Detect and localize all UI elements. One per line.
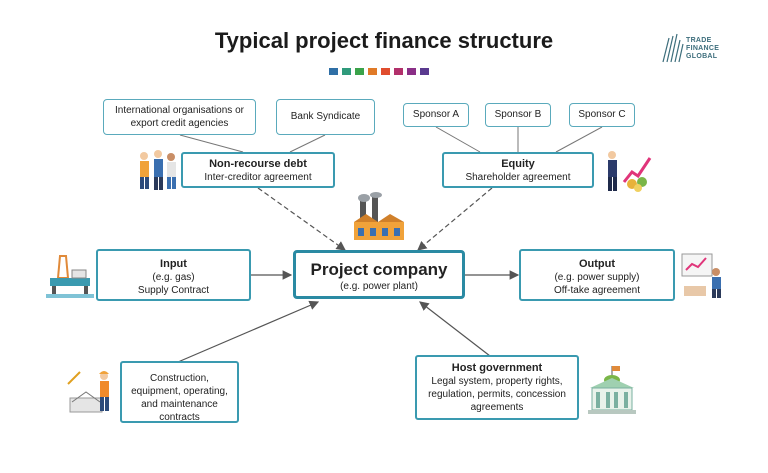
swatch: [342, 68, 351, 75]
project-sub: (e.g. power plant): [340, 281, 418, 292]
output-sub: Off-take agreement: [554, 285, 640, 296]
host-arrow: [419, 301, 491, 357]
logo-line: FINANCE: [686, 45, 720, 52]
construction-label: Construction, equipment, operating, and …: [131, 373, 228, 423]
intl-organisations-label: International organisations or export cr…: [115, 105, 244, 129]
debt-arrow: [257, 187, 346, 251]
connector-line: [289, 134, 326, 153]
construction-box: Construction, equipment, operating, and …: [120, 361, 239, 423]
sponsor-label: Sponsor C: [578, 109, 626, 120]
output-heading: Output: [578, 258, 616, 270]
non-recourse-debt-box: Non-recourse debt Inter-creditor agreeme…: [181, 152, 335, 188]
input-sub: (e.g. gas): [152, 272, 195, 283]
color-swatches: [329, 68, 429, 75]
swatch: [394, 68, 403, 75]
connector-line: [179, 134, 244, 153]
project-heading: Project company: [310, 260, 448, 279]
swatch: [420, 68, 429, 75]
diagram-title: Typical project finance structure: [214, 28, 554, 53]
logo-icon: [662, 33, 684, 63]
investor-growth-icon: [608, 151, 652, 192]
debt-heading: Non-recourse debt: [209, 158, 307, 170]
debt-sub: Inter-creditor agreement: [204, 172, 312, 183]
connector-line: [435, 126, 481, 153]
construction-arrow: [177, 300, 320, 363]
equity-arrow: [417, 187, 493, 251]
host-heading: Host government: [451, 362, 543, 374]
sponsor-c-box: Sponsor C: [569, 103, 635, 127]
equity-sub: Shareholder agreement: [465, 172, 571, 183]
sponsor-label: Sponsor B: [494, 109, 542, 120]
logo-line: TRADE: [686, 37, 712, 44]
host-government-box: Host government Legal system, property r…: [415, 355, 579, 420]
bank-syndicate-box: Bank Syndicate: [276, 99, 375, 135]
oil-rig-icon: [46, 255, 94, 298]
input-heading: Input: [160, 258, 187, 270]
government-building-icon: [588, 366, 636, 414]
swatch: [381, 68, 390, 75]
connector-line: [555, 126, 603, 153]
swatch: [368, 68, 377, 75]
sponsor-a-box: Sponsor A: [403, 103, 469, 127]
sponsor-label: Sponsor A: [412, 109, 460, 120]
logo-line: GLOBAL: [686, 53, 718, 60]
input-box: Input (e.g. gas) Supply Contract: [96, 249, 251, 301]
sponsor-b-box: Sponsor B: [485, 103, 551, 127]
output-box: Output (e.g. power supply) Off-take agre…: [519, 249, 675, 301]
presentation-icon: [681, 253, 721, 298]
logo-text: TRADE FINANCE GLOBAL: [686, 37, 719, 61]
swatch: [329, 68, 338, 75]
equity-heading: Equity: [501, 158, 535, 170]
input-sub: Supply Contract: [137, 285, 210, 296]
construction-worker-icon: [67, 371, 109, 413]
output-sub: (e.g. power supply): [554, 272, 640, 283]
team-meeting-icon: [140, 150, 176, 190]
equity-box: Equity Shareholder agreement: [442, 152, 594, 188]
intl-organisations-box: International organisations or export cr…: [103, 99, 256, 135]
project-company-box: Project company (e.g. power plant): [293, 250, 465, 299]
swatch: [355, 68, 364, 75]
factory-icon: [354, 192, 404, 240]
swatch: [407, 68, 416, 75]
bank-syndicate-label: Bank Syndicate: [290, 111, 361, 122]
host-sub: Legal system, property rights, regulatio…: [428, 376, 566, 413]
